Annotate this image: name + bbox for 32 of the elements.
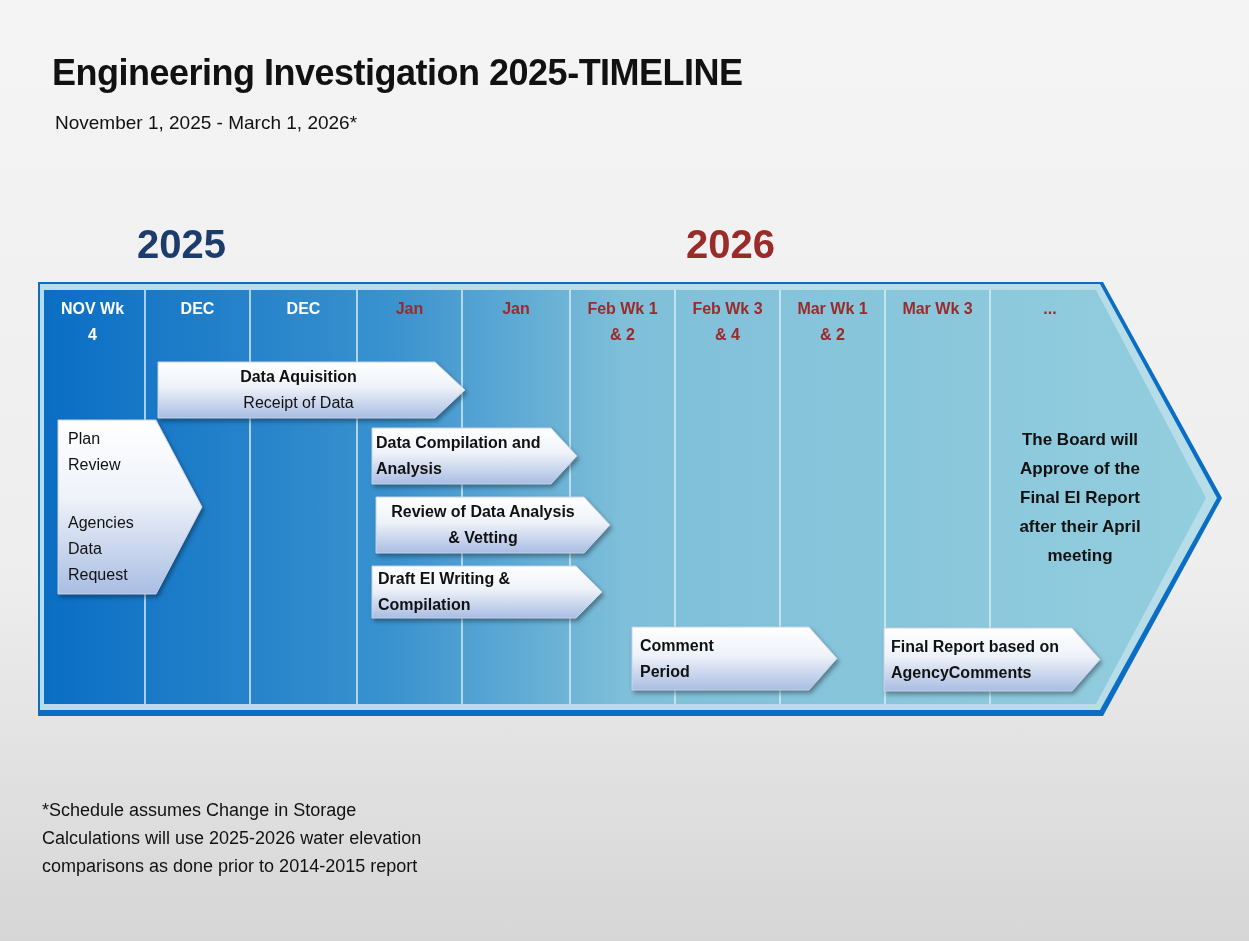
footnote: *Schedule assumes Change in Storage Calculations will use 2025-2026 water elevation comparisons as done prior to 2014-2015 report [42,799,423,878]
column-header: Mar Wk 1 & 2 [796,299,869,345]
task-banner [632,627,837,690]
column-header: ... [1043,299,1057,319]
column-header: Feb Wk 3 & 4 [691,299,764,345]
column-header: Jan [395,299,424,319]
note-text: The Board will Approve of the Final EI Report after their April meeting [1018,429,1142,567]
task-label: Review of Data Analysis & Vetting [390,502,576,548]
task-label: Data Aquisition [239,367,358,387]
task-label: Final Report based on AgencyComments [891,636,1059,683]
column-header: DEC [180,299,215,319]
task-banner [58,420,202,594]
task-label: Data Compilation and Analysis [376,433,542,479]
title: Engineering Investigation 2025-TIMELINE [52,52,743,94]
year-heading: 2026 [686,222,775,267]
task-banner [376,497,610,553]
task-banner [884,628,1100,691]
task-label: Comment Period [640,635,715,682]
task-banner [158,362,465,418]
column-header: NOV Wk 4 [59,299,126,345]
task-label: Draft EI Writing & Compilation [378,569,512,615]
column-header: Mar Wk 3 [902,299,973,319]
year-heading: 2025 [137,222,226,267]
task-banner [372,566,602,618]
task-label: Receipt of Data [242,393,355,413]
task-banner [372,428,577,484]
subtitle: November 1, 2025 - March 1, 2026* [55,112,358,134]
column-header: DEC [286,299,321,319]
column-header: Feb Wk 1 & 2 [586,299,659,345]
task-label: Plan Review [68,429,122,475]
column-header: Jan [502,299,530,319]
task-label: Agencies Data Request [68,513,135,585]
